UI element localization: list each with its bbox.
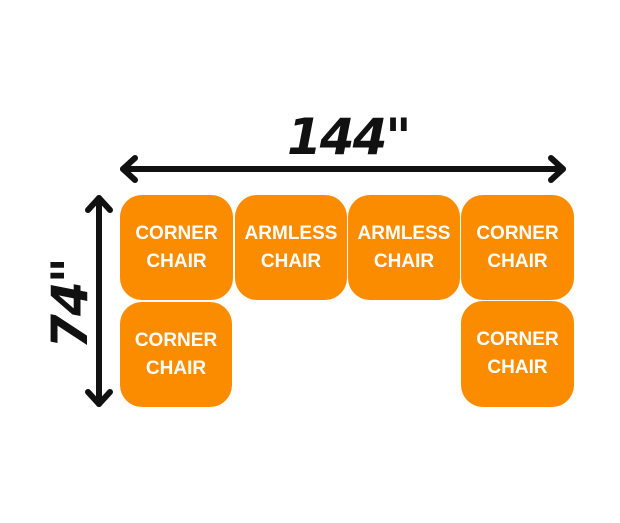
depth-arrow-top-head: [85, 195, 113, 213]
module-corner-chair-top-right: CORNER CHAIR: [461, 195, 574, 300]
module-label: CHAIR: [260, 250, 322, 272]
module-label: CORNER: [134, 329, 218, 351]
module-label: CHAIR: [145, 357, 207, 379]
width-arrow-right-head: [548, 155, 566, 183]
module-label: CHAIR: [487, 357, 548, 378]
module-label: CORNER: [476, 222, 559, 244]
depth-arrow-bottom-head: [85, 389, 113, 407]
module-corner-chair-bottom-left: CORNER CHAIR: [120, 302, 232, 407]
module-corner-chair-bottom-right: CORNER CHAIR: [461, 301, 574, 407]
module-corner-chair-top-left: CORNER CHAIR: [120, 195, 233, 300]
module-label: ARMLESS: [357, 222, 451, 244]
width-label: 144": [287, 108, 411, 166]
module-label: CHAIR: [373, 250, 435, 272]
depth-label: 74": [40, 259, 99, 349]
module-label: CHAIR: [146, 250, 207, 272]
width-arrow-left-head: [120, 155, 138, 183]
module-label: CORNER: [135, 222, 218, 244]
module-armless-chair-2: ARMLESS CHAIR: [348, 195, 460, 300]
module-label: CORNER: [476, 329, 559, 350]
module-label: CHAIR: [487, 250, 548, 272]
module-armless-chair-1: ARMLESS CHAIR: [235, 195, 347, 300]
module-label: ARMLESS: [244, 222, 338, 244]
